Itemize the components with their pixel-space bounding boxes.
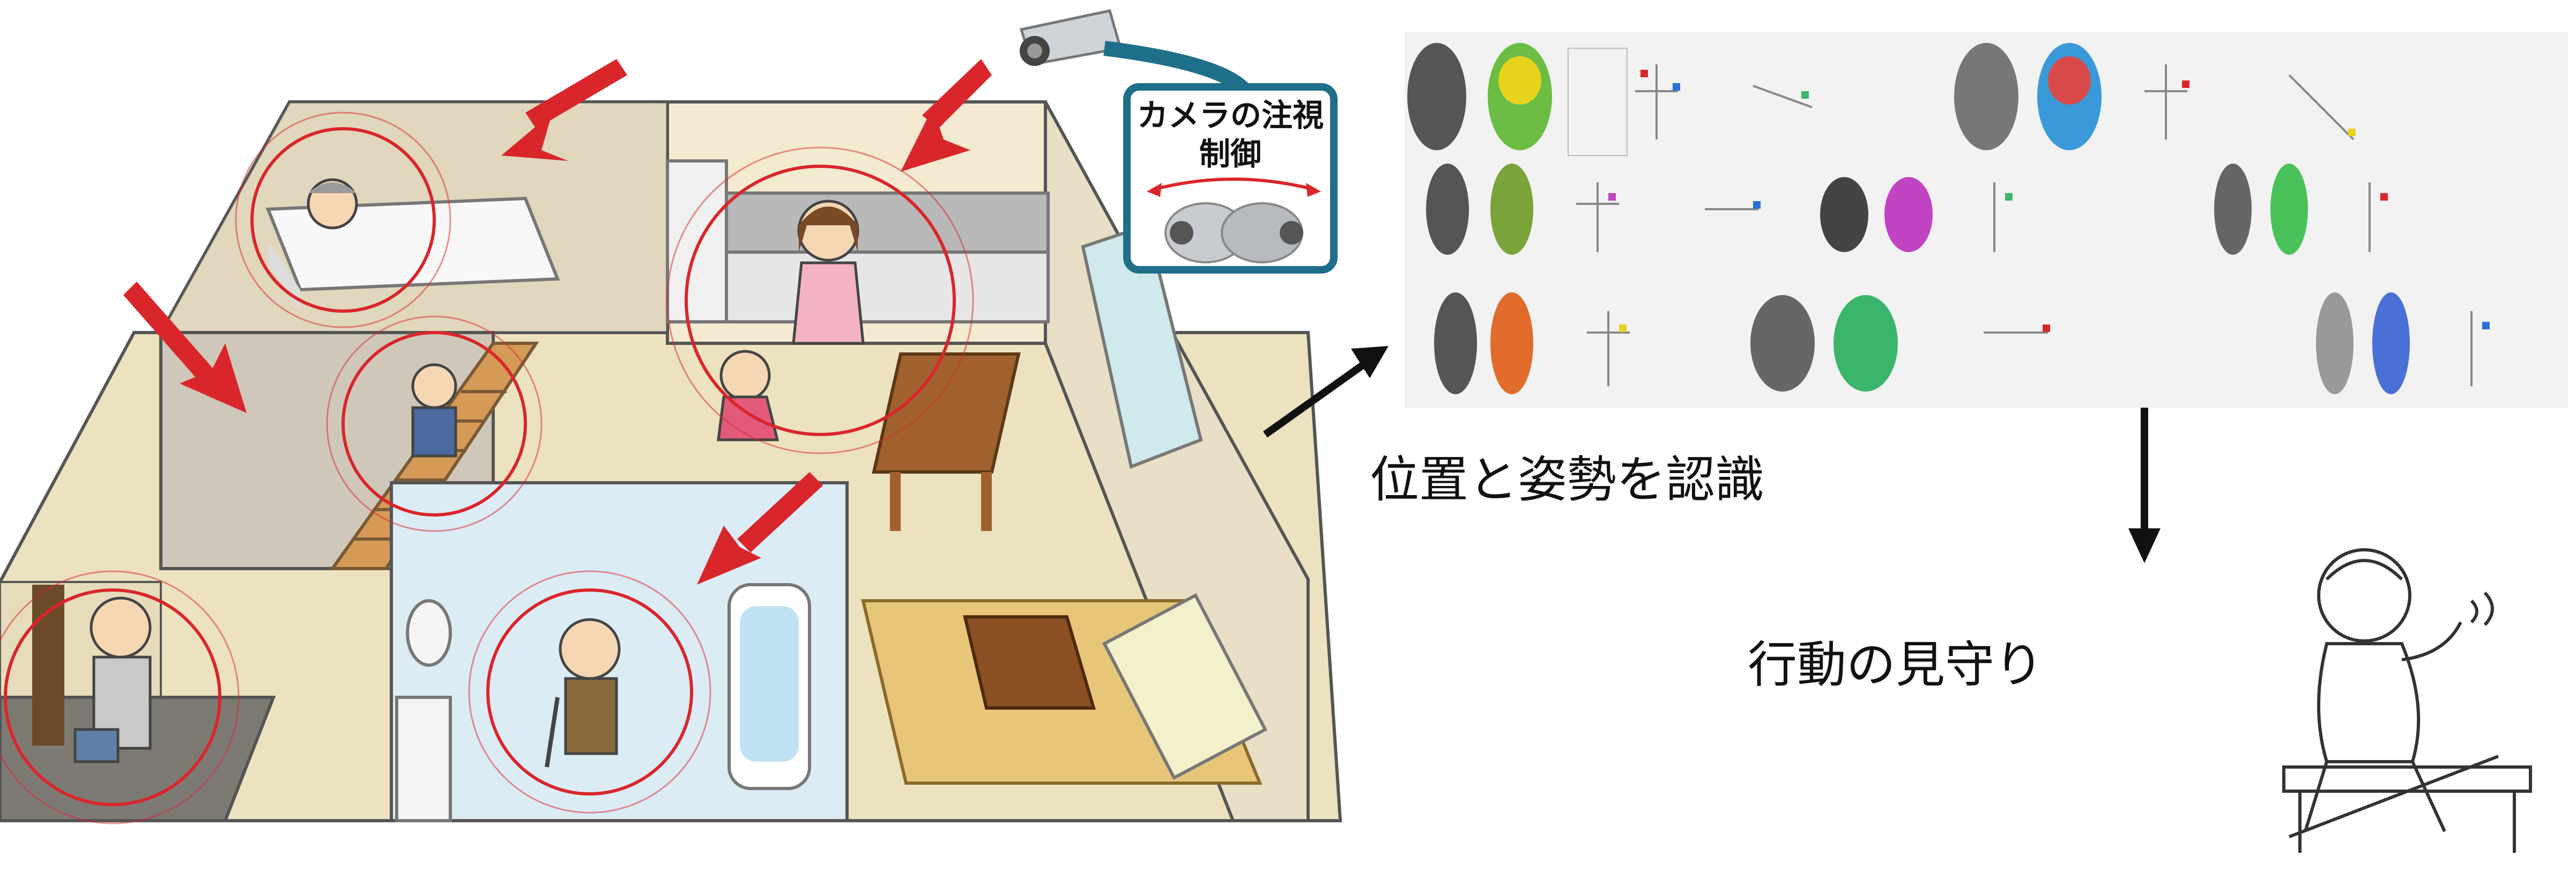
arrow-icon: [123, 282, 247, 413]
elderly-person-sketch: [2282, 548, 2532, 853]
callout-title-line2: 制御: [1199, 136, 1261, 172]
person-icon: [717, 350, 780, 441]
person-icon: [792, 200, 865, 345]
skeleton-markers: [1576, 64, 2473, 386]
washbasin: [395, 696, 452, 822]
target-ring-icon: [468, 570, 711, 814]
depth-silhouette-row1: [1407, 43, 2102, 156]
arrow-icon: [2128, 408, 2161, 563]
arrow-icon: [501, 59, 627, 161]
recognition-label: 位置と姿勢を認識: [1370, 451, 1765, 508]
target-ring-icon: [326, 315, 543, 532]
person-icon: [411, 363, 457, 458]
coffee-table: [963, 615, 1096, 710]
depth-silhouette-row3: [1434, 292, 2410, 394]
toilet: [406, 599, 452, 667]
sofa: [1102, 593, 1268, 780]
kitchen-counter: [725, 191, 1050, 254]
gaze-arrow-icon: [1147, 178, 1321, 263]
callout-title-line1: カメラの注視: [1137, 97, 1324, 134]
arrow-icon: [901, 59, 992, 172]
person-icon: [2317, 548, 2411, 643]
arrow-icon: [697, 472, 823, 585]
arrow-icon: [1263, 346, 1389, 438]
person-icon: [73, 596, 152, 763]
house-illustration: [0, 9, 1342, 824]
target-ring-icon: [235, 112, 451, 328]
person-icon: [545, 618, 621, 768]
target-ring-icon: [666, 146, 974, 454]
joint-markers: [1608, 70, 2490, 332]
pose-recognition-panel: [1405, 32, 2568, 408]
entrance-floor: [0, 696, 276, 822]
target-ring-icon: [0, 570, 240, 824]
depth-silhouette-row2: [1426, 164, 2308, 255]
camera-gaze-control-callout: カメラの注視 制御: [1123, 83, 1338, 274]
person-icon: [307, 178, 358, 230]
monitoring-label: 行動の見守り: [1748, 636, 2044, 694]
